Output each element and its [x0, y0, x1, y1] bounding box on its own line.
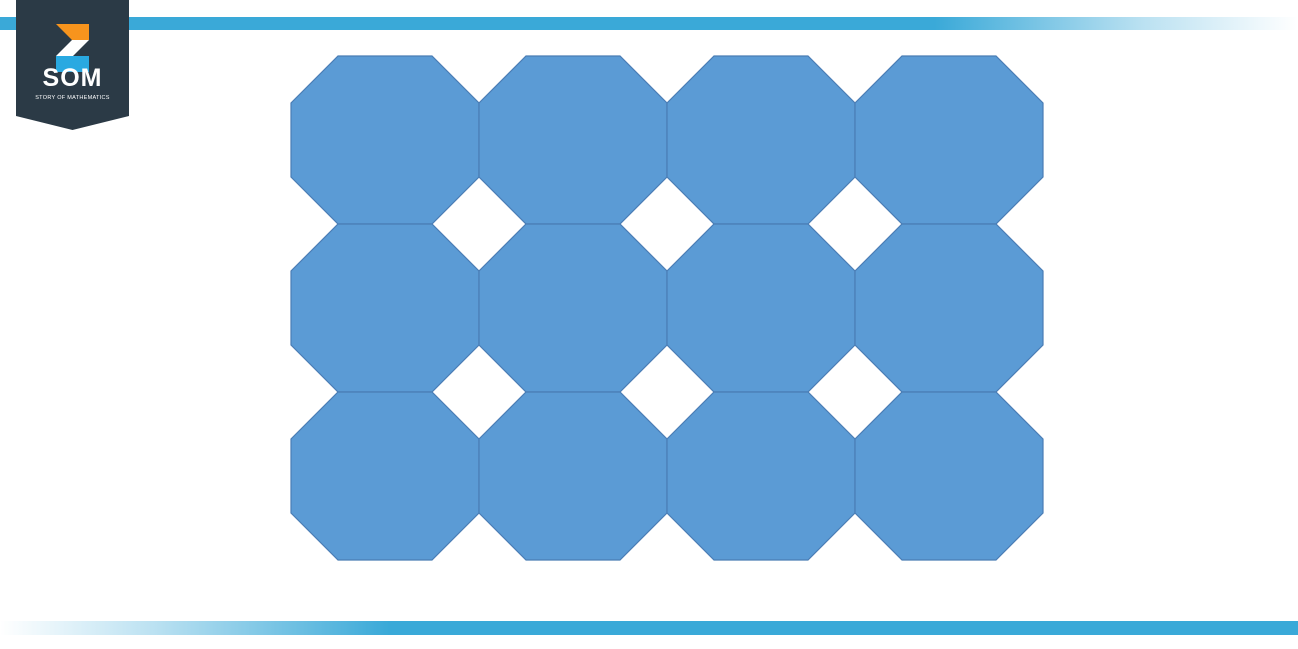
octagon-r3-c2: [478, 391, 668, 561]
octagon-r1-c1: [290, 55, 480, 225]
bottom-accent-bar: [0, 621, 1298, 635]
octagon-r3-c4: [854, 391, 1044, 561]
octagon-r2-c3: [666, 223, 856, 393]
octagon-r1-c2: [478, 55, 668, 225]
octagon-r3-c1: [290, 391, 480, 561]
logo-tagline: STORY OF MATHEMATICS: [35, 95, 110, 101]
top-accent-bar: [0, 17, 1298, 30]
som-logo-icon: [16, 0, 129, 130]
octagon-r2-c4: [854, 223, 1044, 393]
octagon-r2-c2: [478, 223, 668, 393]
octagon-r1-c3: [666, 55, 856, 225]
octagon-r2-c1: [290, 223, 480, 393]
octagon-r3-c3: [666, 391, 856, 561]
octagon-r1-c4: [854, 55, 1044, 225]
logo-wordmark: SOM: [42, 64, 103, 92]
